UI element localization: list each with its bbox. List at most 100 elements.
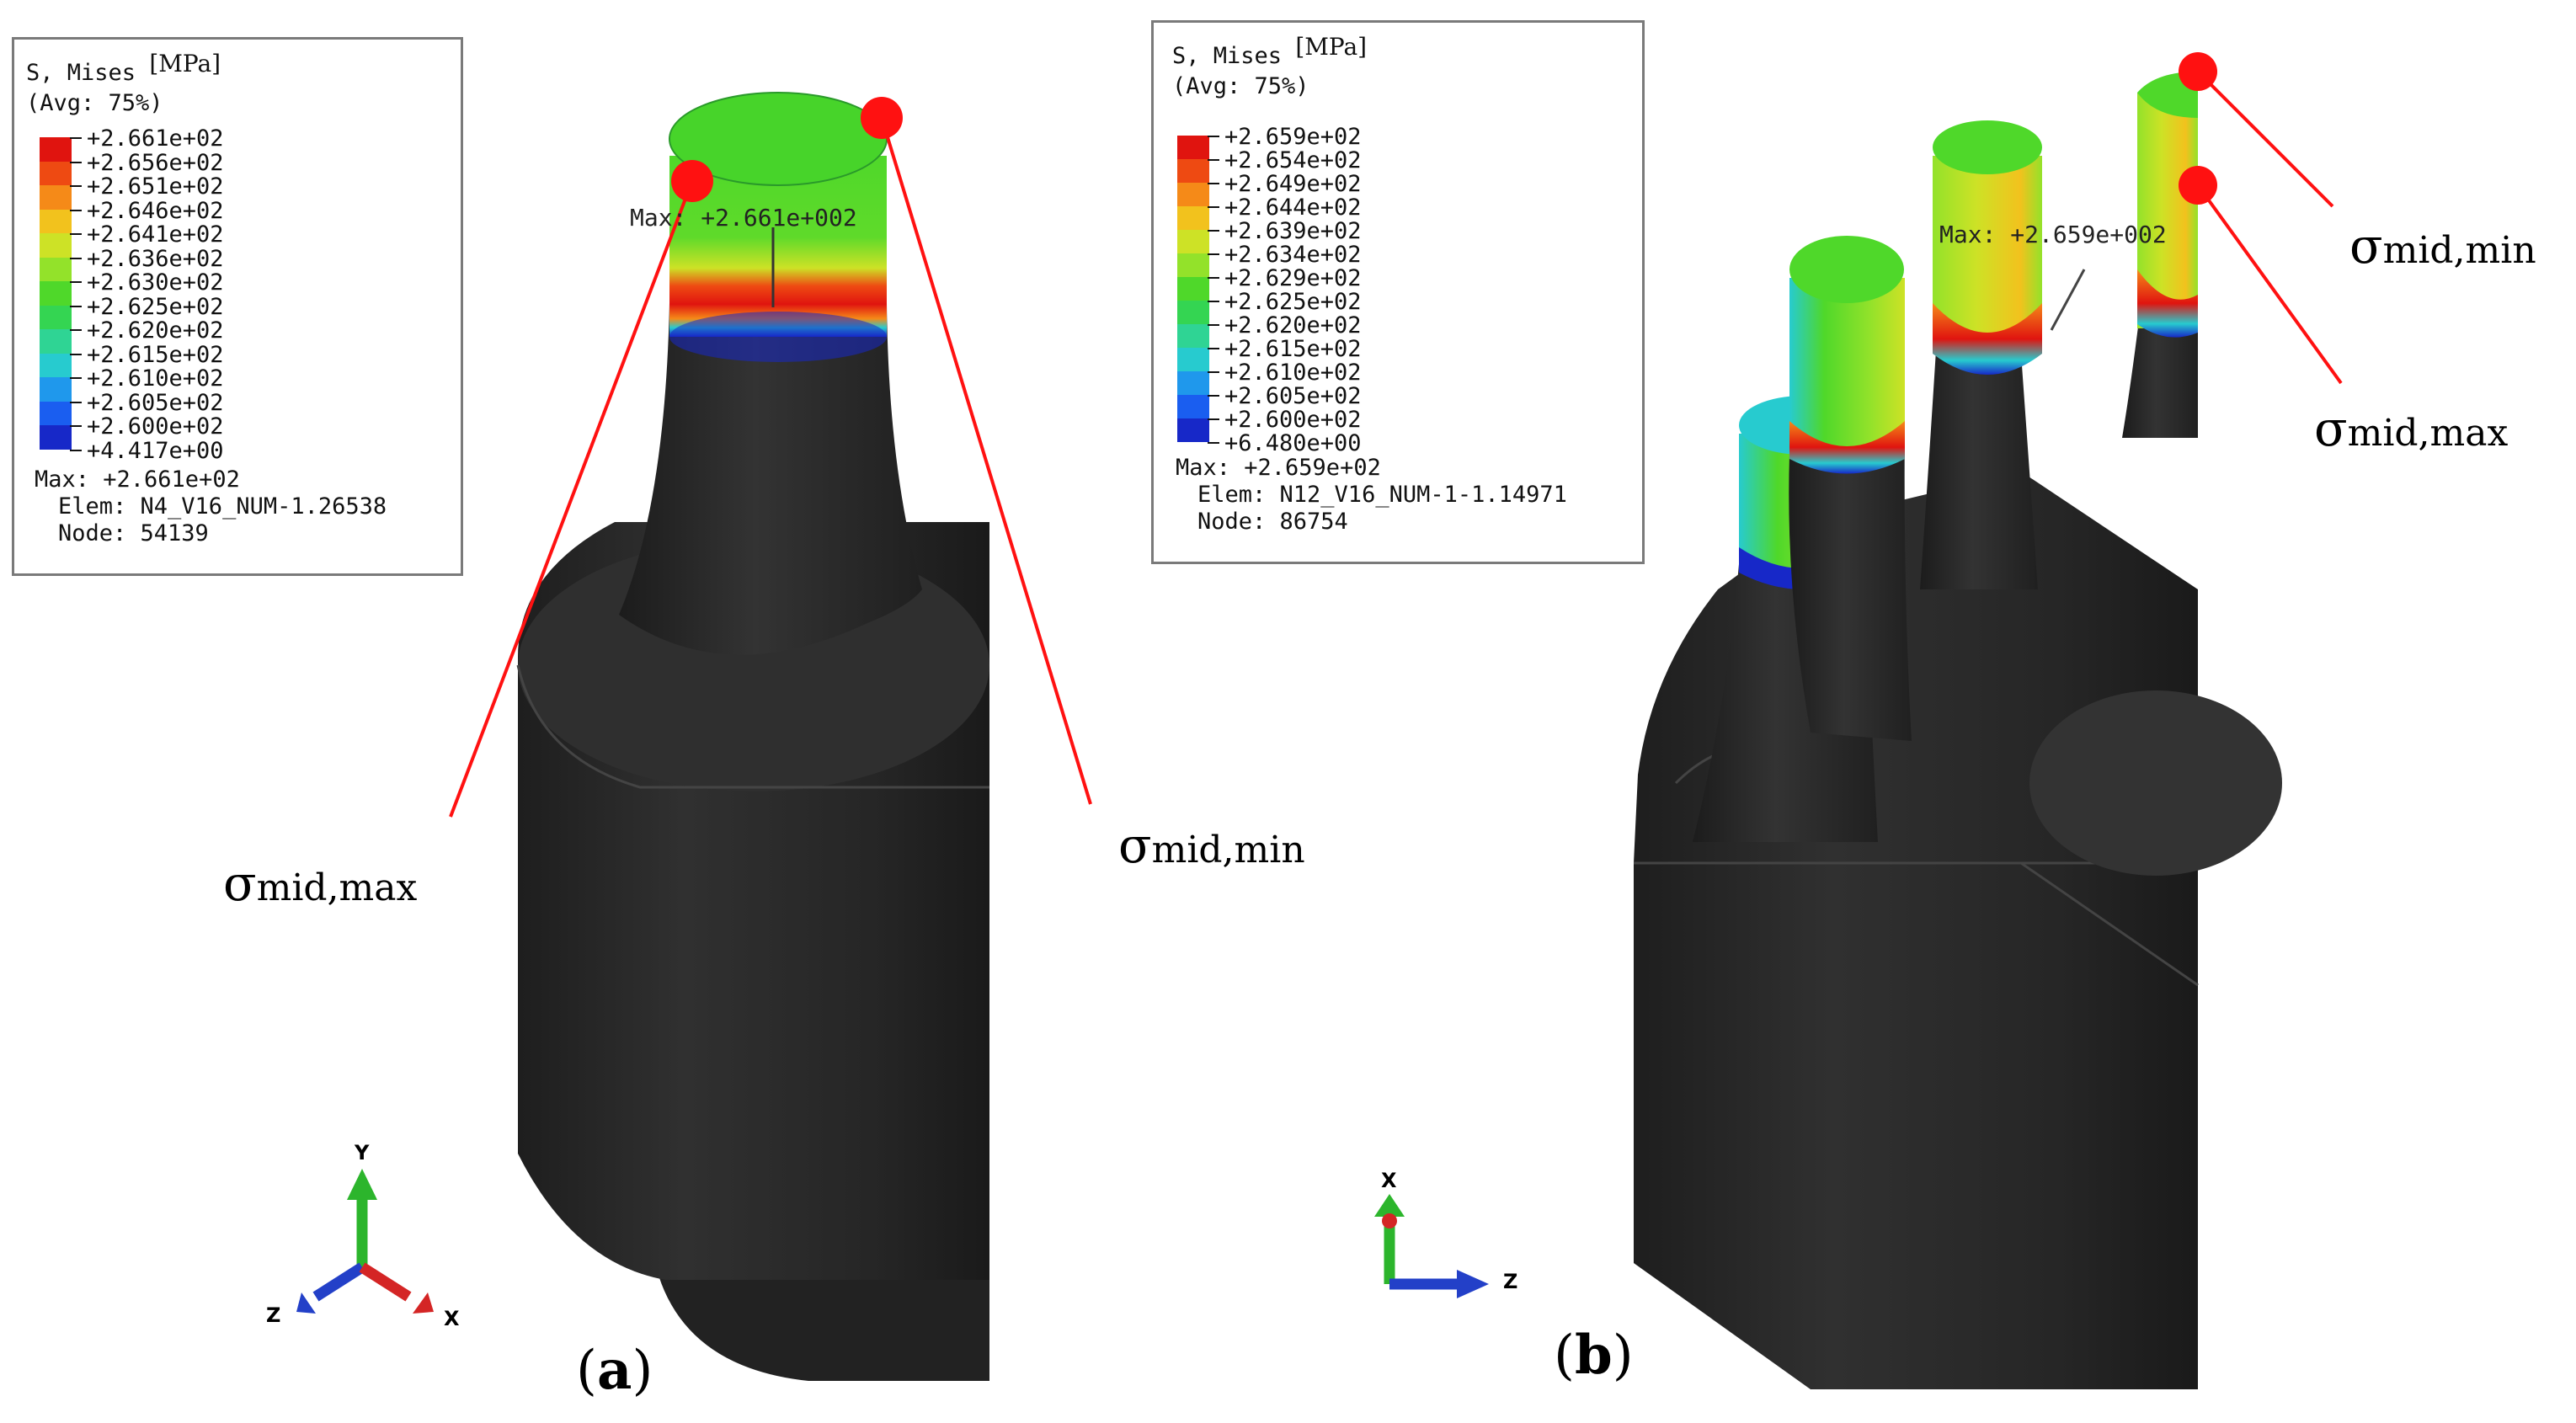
legend-b-tick <box>1208 183 1219 184</box>
legend-b-value: +2.615e+02 <box>1224 336 1362 362</box>
legend-b-value: +2.620e+02 <box>1224 312 1362 338</box>
legend-a-swatch <box>40 281 72 306</box>
legend-a-value: +4.417e+00 <box>87 437 224 464</box>
legend-a-value: +2.641e+02 <box>87 221 224 248</box>
legend-a-tick <box>70 329 82 332</box>
legend-b-tick <box>1208 253 1219 255</box>
legend-a-tick <box>70 257 82 259</box>
legend-b-tick <box>1208 442 1219 444</box>
legend-b-elem: Elem: N12_V16_NUM-1-1.14971 <box>1197 482 1567 508</box>
axis-a-y-label: Y <box>355 1141 370 1165</box>
legend-b-swatch <box>1177 159 1209 184</box>
legend-a-tick <box>70 281 82 284</box>
legend-a-swatch <box>40 305 72 330</box>
legend-b-swatch <box>1177 136 1209 160</box>
legend-b-tick <box>1208 301 1219 302</box>
model-b-pin-3-neck <box>1920 337 2038 589</box>
legend-a-value: +2.651e+02 <box>87 173 224 200</box>
legend-a-tick <box>70 449 82 451</box>
legend-b-value: +6.480e+00 <box>1224 430 1362 456</box>
annotations-a <box>449 97 1092 818</box>
legend-a-value: +2.661e+02 <box>87 125 224 152</box>
legend-a-value: +2.630e+02 <box>87 269 224 296</box>
model-b-pin-2-side <box>1789 278 1905 459</box>
legend-a-swatch <box>40 353 72 378</box>
legend-b-max: Max: +2.659e+02 <box>1176 455 1381 481</box>
axis-b-z-label: Z <box>1503 1270 1518 1293</box>
legend-b-swatch <box>1177 371 1209 396</box>
legend-b-swatch <box>1177 418 1209 443</box>
legend-b-swatch <box>1177 230 1209 254</box>
leader-a-min <box>880 117 1092 805</box>
legend-b-swatch <box>1177 253 1209 278</box>
legend-a-tick <box>70 209 82 211</box>
legend-b-tick <box>1208 348 1219 349</box>
legend-a-value: +2.620e+02 <box>87 317 224 344</box>
legend-a-swatch <box>40 329 72 354</box>
legend-a-swatch <box>40 377 72 402</box>
legend-a-swatch <box>40 209 72 234</box>
marker-b-min <box>2179 52 2217 91</box>
legend-a-value: +2.636e+02 <box>87 245 224 272</box>
legend-a-swatch <box>40 425 72 450</box>
legend-a-tick <box>70 353 82 355</box>
model-b-pin-2-neck <box>1789 421 1912 741</box>
legend-a-value: +2.610e+02 <box>87 365 224 392</box>
legend-b-tick <box>1208 136 1219 137</box>
legend-a-tick <box>70 425 82 428</box>
panel-a-label: (a) <box>576 1339 653 1402</box>
axis-b-x-label: X <box>1381 1169 1397 1192</box>
leader-b-max <box>2196 184 2343 385</box>
model-b-block <box>1634 472 2198 1389</box>
legend-b-scale: +2.659e+02+2.654e+02+2.649e+02+2.644e+02… <box>1177 124 1632 461</box>
model-a-neck <box>619 303 922 655</box>
legend-b-node: Node: 86754 <box>1197 509 1348 535</box>
legend-a-swatch <box>40 137 72 163</box>
legend-a-value: +2.656e+02 <box>87 149 224 176</box>
legend-b-value: +2.654e+02 <box>1224 147 1362 173</box>
axis-a-x-label: X <box>444 1307 460 1330</box>
legend-a-tick <box>70 401 82 403</box>
legend-b-swatch <box>1177 301 1209 325</box>
model-b-pin-4-neck <box>2122 320 2198 438</box>
legend-b-swatch <box>1177 206 1209 231</box>
legend-a-title: S, Mises [MPa] <box>26 50 221 86</box>
sigma-a-min-label: σmid,min <box>1118 817 1305 874</box>
legend-a-tick <box>70 185 82 188</box>
model-b <box>1634 72 2282 1389</box>
legend-a-swatch <box>40 233 72 258</box>
legend-a-tick <box>70 233 82 236</box>
model-b-pin-3-top <box>1933 120 2042 174</box>
legend-b-value: +2.600e+02 <box>1224 407 1362 433</box>
max-annotation-b: Max: +2.659e+002 <box>1939 221 2167 248</box>
model-b-pin-2-top <box>1789 236 1904 303</box>
marker-a-min <box>861 97 903 139</box>
legend-b-tick <box>1208 159 1219 161</box>
legend-b-swatch <box>1177 277 1209 301</box>
legend-a-tick <box>70 377 82 380</box>
marker-a-max <box>671 160 713 202</box>
legend-b-value: +2.659e+02 <box>1224 124 1362 150</box>
legend-b-unit: [MPa] <box>1295 33 1368 61</box>
legend-a-scale: +2.661e+02+2.656e+02+2.651e+02+2.646e+02… <box>40 125 452 462</box>
legend-a-elem: Elem: N4_V16_NUM-1.26538 <box>58 493 387 520</box>
axis-triad-a <box>296 1169 434 1314</box>
legend-a-swatch <box>40 401 72 426</box>
legend-a-swatch <box>40 185 72 211</box>
legend-b-value: +2.649e+02 <box>1224 171 1362 197</box>
sigma-b-min-label: σmid,min <box>2349 217 2536 274</box>
legend-a-unit: [MPa] <box>149 50 221 77</box>
legend-b-value: +2.629e+02 <box>1224 265 1362 291</box>
legend-b-tick <box>1208 206 1219 208</box>
legend-a-swatch <box>40 161 72 186</box>
legend-a-tick <box>70 305 82 307</box>
legend-b-swatch <box>1177 395 1209 419</box>
legend-a-value: +2.605e+02 <box>87 389 224 416</box>
legend-a-max: Max: +2.661e+02 <box>35 466 240 493</box>
legend-b-tick <box>1208 324 1219 326</box>
legend-a-value: +2.646e+02 <box>87 197 224 224</box>
legend-a: S, Mises [MPa] (Avg: 75%) +2.661e+02+2.6… <box>12 37 463 576</box>
axis-triad-b <box>1374 1194 1489 1298</box>
sigma-a-max-label: σmid,max <box>223 855 418 912</box>
